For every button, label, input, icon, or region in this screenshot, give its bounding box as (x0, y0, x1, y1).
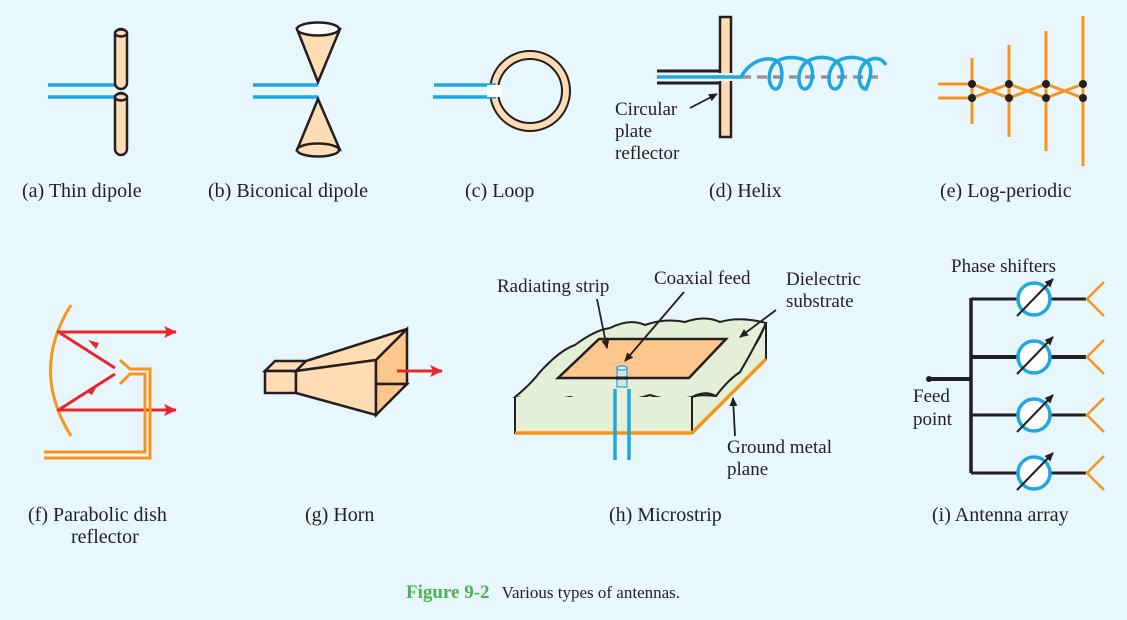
antenna-array-icon (926, 278, 1105, 491)
figure-number: Figure 9-2 (406, 582, 490, 603)
caption-thin-dipole: (a) Thin dipole (22, 180, 142, 202)
caption-parabolic-dish-line2: reflector (71, 526, 139, 548)
antenna-element-icon (1085, 397, 1105, 433)
radiating-strip-pointer-arrow (596, 298, 610, 349)
dielectric-pointer-arrow (739, 309, 777, 338)
label-plate: plate (615, 121, 652, 142)
caption-log-periodic: (e) Log-periodic (940, 180, 1072, 202)
figure-caption: Figure 9-2 Various types of antennas. (406, 582, 680, 603)
array-element-row (971, 336, 1105, 375)
caption-helix: (d) Helix (709, 180, 782, 202)
caption-microstrip: (h) Microstrip (609, 504, 722, 526)
microstrip-antenna-icon (512, 317, 768, 460)
thin-dipole-icon (48, 27, 129, 157)
coaxial-feed-pointer-arrow (624, 291, 685, 362)
antenna-element-icon (1085, 281, 1105, 317)
label-point: point (913, 409, 953, 430)
label-coaxial-feed: Coaxial feed (654, 268, 751, 289)
log-periodic-antenna-icon (938, 16, 1087, 166)
array-element-row (971, 278, 1105, 317)
antenna-element-icon (1085, 339, 1105, 375)
caption-loop: (c) Loop (465, 180, 534, 202)
loop-antenna-icon (433, 50, 571, 132)
caption-biconical-dipole: (b) Biconical dipole (208, 180, 368, 202)
antenna-element-icon (1085, 455, 1105, 491)
label-reflector: reflector (615, 143, 680, 164)
horn-antenna-icon (261, 325, 443, 419)
helix-antenna-icon (657, 15, 888, 139)
label-substrate: substrate (786, 291, 854, 312)
ground-plane-pointer-arrow (729, 397, 738, 437)
reflector-pointer-arrow (689, 93, 718, 109)
label-feed: Feed (913, 386, 950, 407)
label-dielectric: Dielectric (786, 269, 861, 290)
label-plane: plane (727, 459, 768, 480)
label-ground-metal: Ground metal (727, 437, 832, 458)
label-circular: Circular (615, 99, 678, 120)
figure-caption-text: Various types of antennas. (502, 583, 680, 602)
parabolic-dish-icon (44, 304, 177, 460)
caption-horn: (g) Horn (305, 504, 374, 526)
biconical-dipole-icon (253, 21, 342, 158)
label-phase-shifters: Phase shifters (951, 256, 1056, 277)
label-radiating-strip: Radiating strip (497, 276, 609, 297)
caption-parabolic-dish-line1: (f) Parabolic dish (28, 504, 167, 526)
array-element-row (971, 452, 1105, 491)
array-element-row (971, 394, 1105, 433)
caption-antenna-array: (i) Antenna array (932, 504, 1069, 526)
